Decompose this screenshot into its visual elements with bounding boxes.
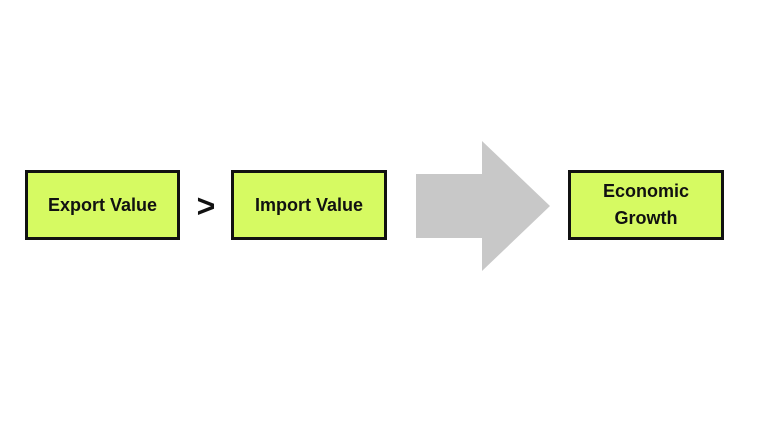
export-value-label: Export Value [47,194,158,215]
import-value-label: Import Value [254,194,364,215]
right-arrow-icon [416,141,550,271]
economic-growth-label: Economic Growth [602,181,690,228]
import-value-box: Import Value [231,170,387,240]
arrow-shape [416,141,550,271]
economic-growth-box: Economic Growth [568,170,724,240]
greater-than-symbol: > [196,187,216,224]
export-value-box: Export Value [25,170,180,240]
